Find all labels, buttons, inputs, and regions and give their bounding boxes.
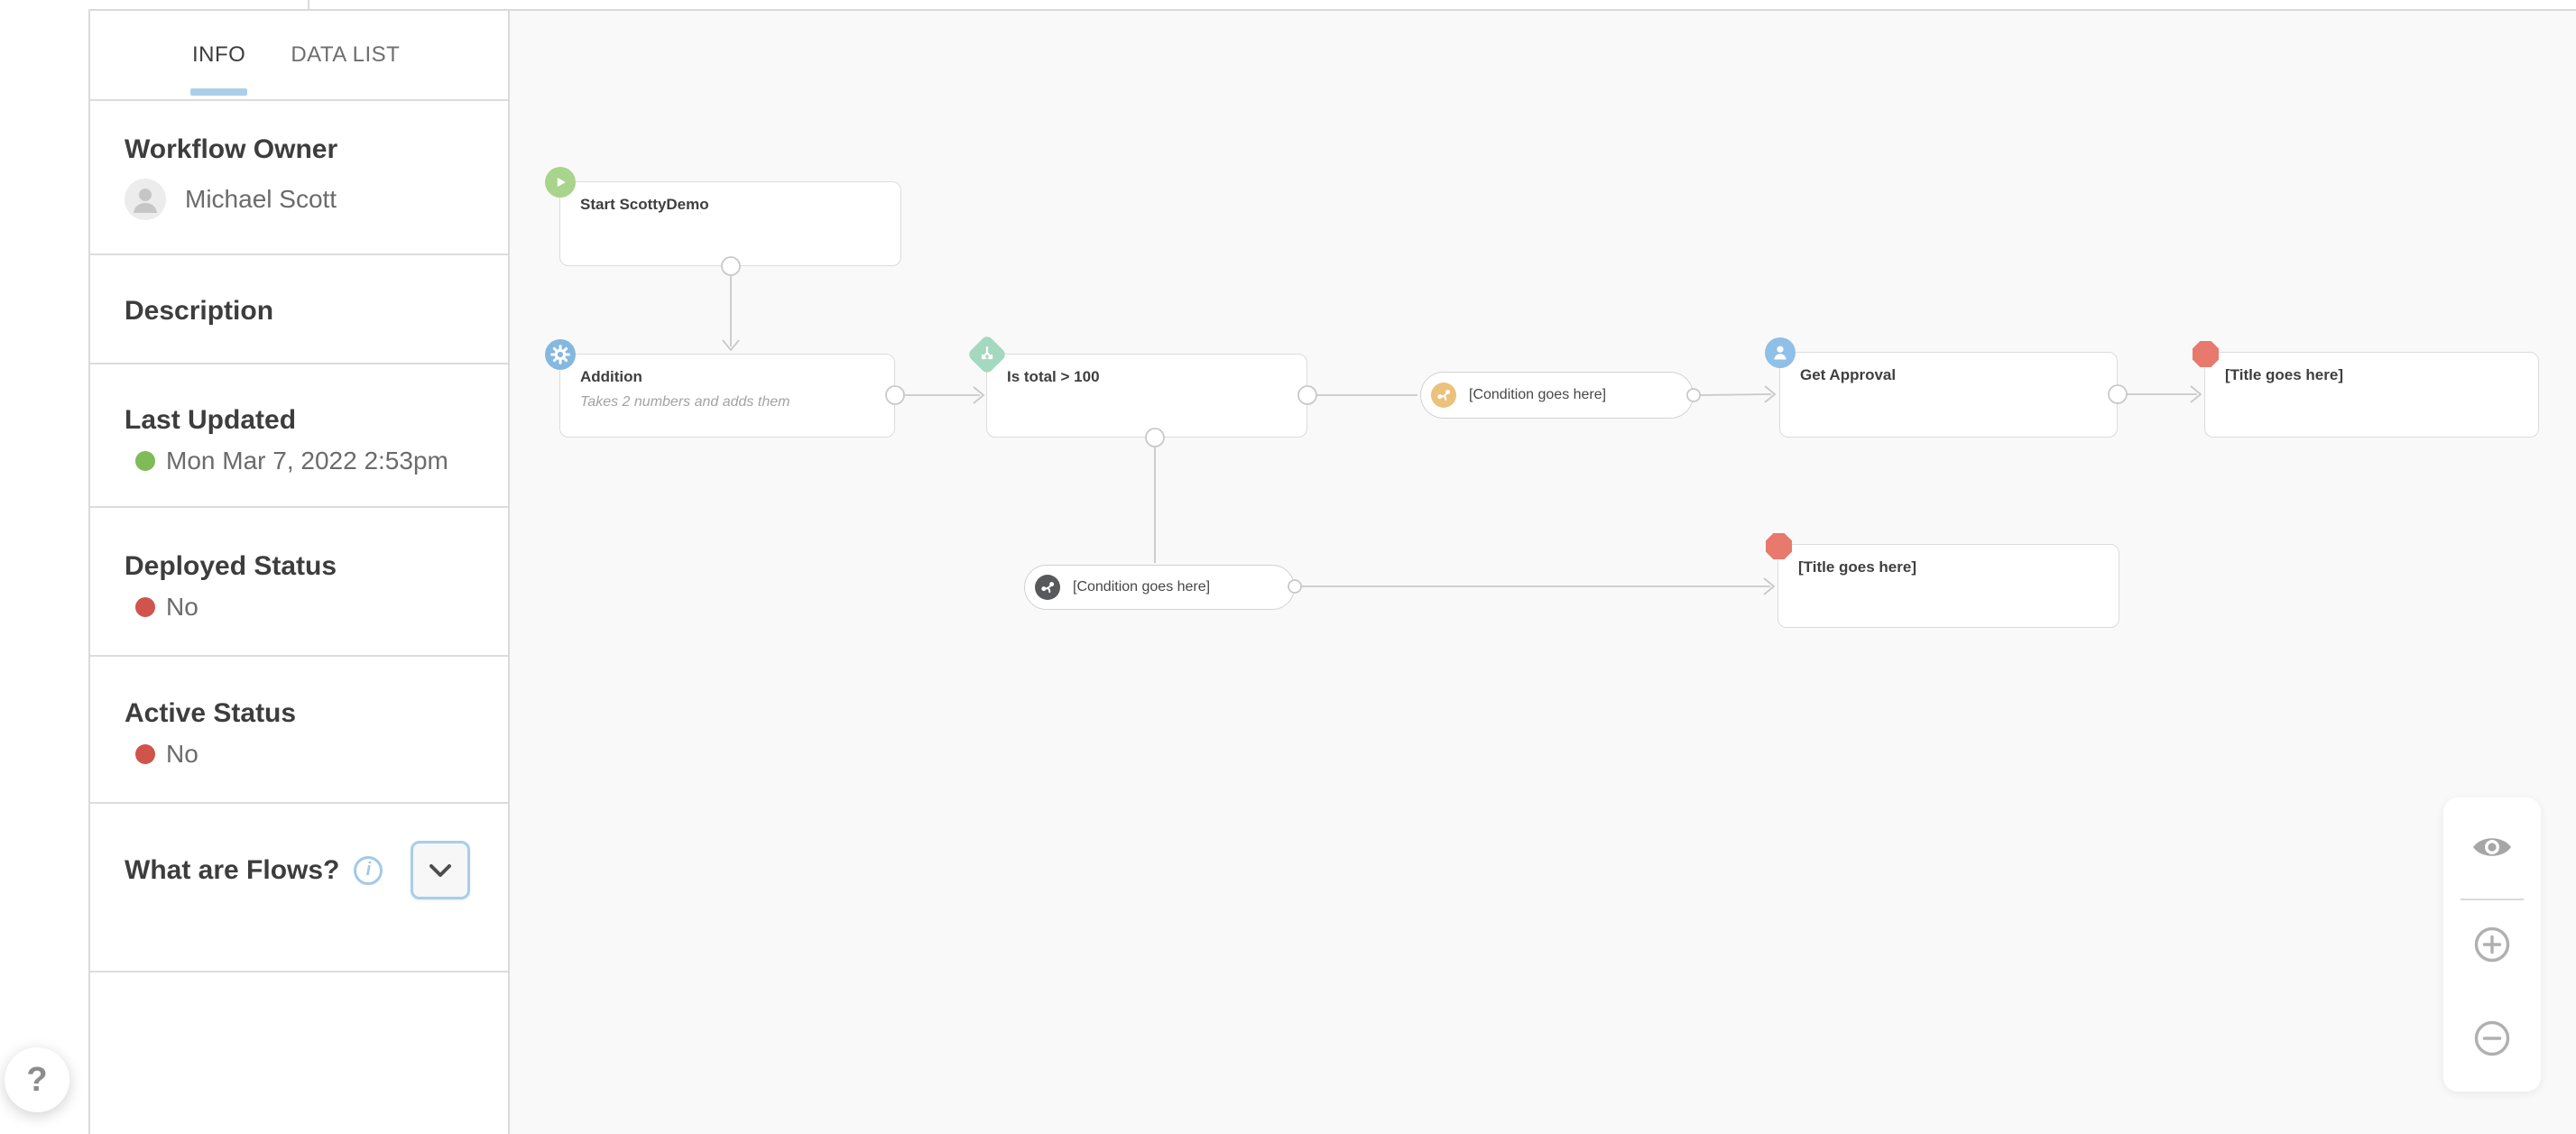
topbar-remnant [88,0,2576,11]
flow-edges [721,256,2202,595]
active-status-value: No [166,740,199,768]
condition-label: [Condition goes here] [1469,387,1607,402]
chevron-down-icon [429,863,451,877]
canvas-view-controls [2443,797,2541,1092]
section-last-updated: Last Updated Mon Mar 7, 2022 2:53pm [90,364,508,508]
branch-rule-icon [1035,575,1060,600]
flow-node-addition[interactable]: Addition Takes 2 numbers and adds them [545,339,895,438]
section-deployed-status: Deployed Status No [90,508,508,657]
node-title: Get Approval [1800,366,1897,383]
active-tab-underline [190,88,248,96]
info-sidebar: INFO DATA LIST Workflow Owner Michael Sc… [88,11,510,1134]
stop-octagon-icon [2193,341,2219,367]
last-updated-status-dot [135,451,155,471]
avatar [125,179,166,220]
node-subtitle: Takes 2 numbers and adds them [580,394,790,410]
sidebar-tabs: INFO DATA LIST [90,11,508,101]
section-workflow-owner: Workflow Owner Michael Scott [90,101,508,255]
person-icon [1765,337,1796,368]
deployed-status-value: No [166,593,199,621]
topbar-divider [308,0,309,11]
person-icon [134,189,157,213]
deployed-status-heading: Deployed Status [125,551,337,581]
tab-info[interactable]: INFO [190,11,248,99]
minus-icon [2474,1020,2510,1056]
flow-node-is-total[interactable]: Is total > 100 [966,334,1307,438]
plus-icon [2474,927,2510,963]
section-active-status: Active Status No [90,657,508,804]
flow-node-title-placeholder-1[interactable]: [Title goes here] [2193,341,2539,438]
gear-icon [545,339,576,370]
flow-node-get-approval[interactable]: Get Approval [1765,337,2118,438]
active-status-heading: Active Status [125,698,297,728]
last-updated-heading: Last Updated [125,405,297,435]
info-icon[interactable]: i [354,855,383,885]
left-rail: ? [0,0,88,1134]
section-what-are-flows: What are Flows? i [90,841,508,973]
node-title: Start ScottyDemo [580,196,709,213]
condition-pill-false[interactable]: [Condition goes here] [1024,565,1295,610]
stop-octagon-icon [1766,533,1792,559]
node-title: [Title goes here] [2225,366,2343,383]
tab-data-list-label: DATA LIST [291,42,401,67]
node-title: Is total > 100 [1007,368,1100,385]
workflow-owner-heading: Workflow Owner [125,134,338,164]
active-status-dot [135,744,155,764]
help-button[interactable]: ? [5,1047,69,1112]
zoom-in-button[interactable] [2473,926,2511,966]
branch-split-icon [966,334,1008,375]
condition-pill-true[interactable]: [Condition goes here] [1420,372,1694,419]
description-heading: Description [125,296,274,326]
eye-icon [2473,838,2511,856]
flow-canvas[interactable]: Start ScottyDemo Addition Takes 2 number… [510,11,2576,1134]
flow-node-start[interactable]: Start ScottyDemo [545,167,901,266]
section-description: Description [90,255,508,364]
what-are-flows-heading: What are Flows? [125,854,340,885]
workflow-owner-name: Michael Scott [185,185,337,213]
tab-info-label: INFO [192,42,246,67]
node-title: Addition [580,368,642,385]
zoom-out-button[interactable] [2473,1019,2511,1060]
play-icon [545,167,576,198]
node-title: [Title goes here] [1798,558,1916,576]
preview-button[interactable] [2471,834,2513,863]
controls-divider [2461,899,2524,900]
flow-node-title-placeholder-2[interactable]: [Title goes here] [1766,533,2119,628]
condition-label: [Condition goes here] [1073,579,1211,595]
branch-rule-icon [1431,383,1456,408]
tab-data-list[interactable]: DATA LIST [291,11,400,99]
last-updated-value: Mon Mar 7, 2022 2:53pm [166,447,448,475]
deployed-status-dot [135,597,155,617]
expand-flows-button[interactable] [411,841,470,899]
